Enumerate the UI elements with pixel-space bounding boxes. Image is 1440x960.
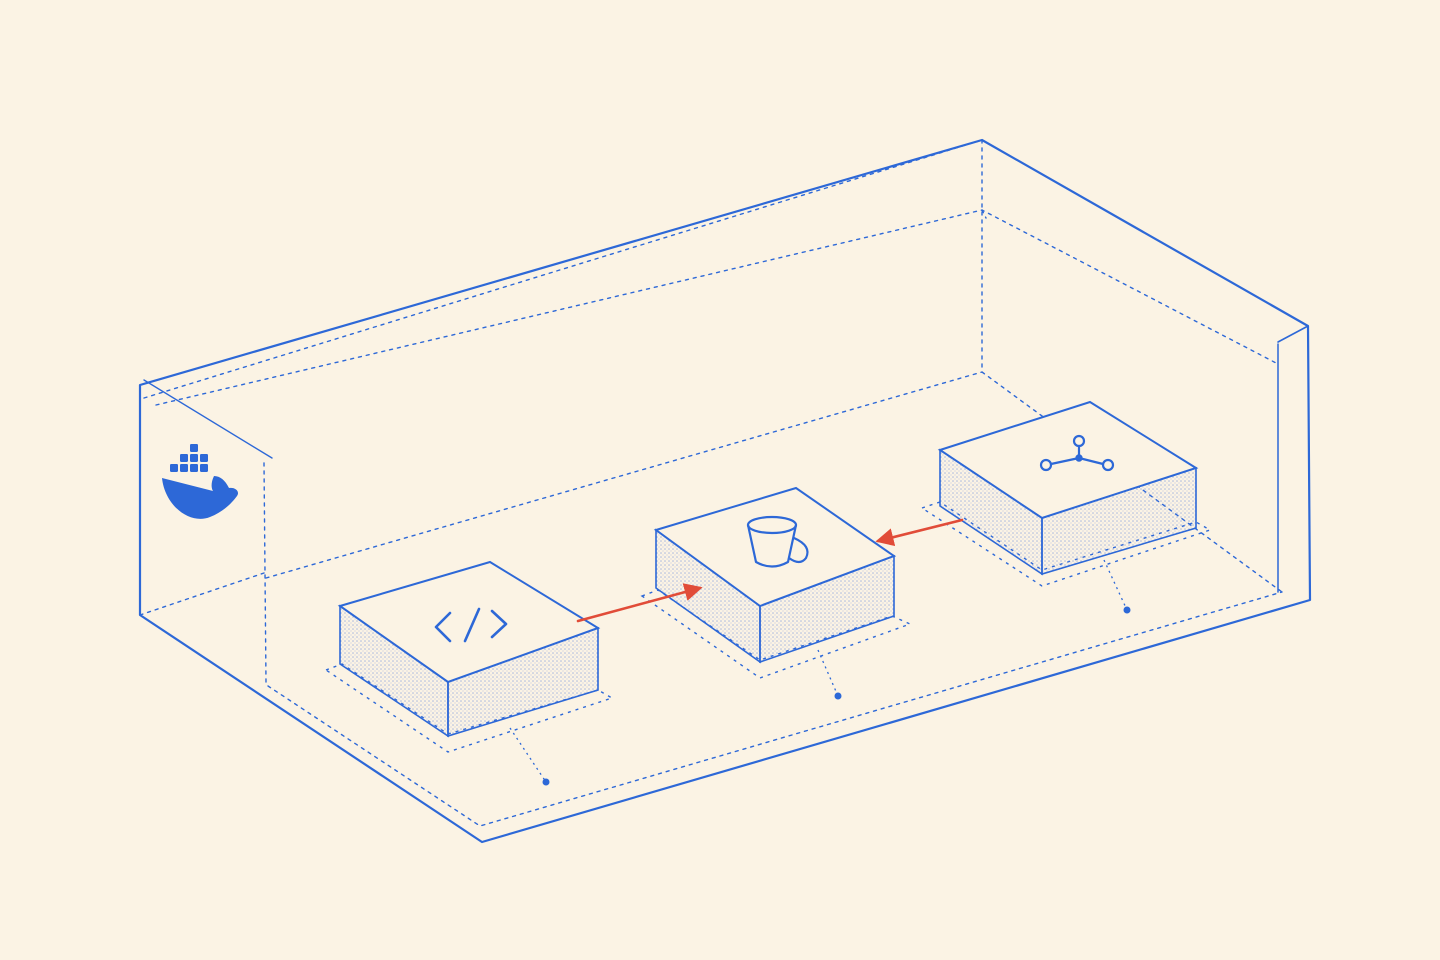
container-rim-dashed xyxy=(155,209,1279,406)
bucket-icon xyxy=(746,515,809,568)
code-block-anchor-dot xyxy=(542,778,550,786)
container-left-face-dashed xyxy=(139,462,267,683)
storage-block-anchor-dot xyxy=(834,692,842,700)
container-front-edge xyxy=(143,379,273,459)
container-box xyxy=(138,138,1312,844)
code-to-storage-arrow xyxy=(576,583,703,623)
connections xyxy=(576,518,964,623)
code-brackets-icon xyxy=(434,607,508,643)
code-block xyxy=(324,560,614,786)
code-block-top xyxy=(337,560,601,684)
container-floor-dashed xyxy=(267,591,1283,827)
code-block-leader xyxy=(509,727,547,783)
graph-to-storage-arrow xyxy=(875,518,964,547)
graph-block-anchor-dot xyxy=(1123,606,1131,614)
graph-nodes-icon xyxy=(1039,434,1115,472)
docker-whale-icon xyxy=(162,444,239,519)
storage-block-top xyxy=(653,486,897,608)
storage-block xyxy=(640,486,912,700)
container-right-front xyxy=(1277,325,1309,343)
storage-block-leader xyxy=(817,649,839,697)
